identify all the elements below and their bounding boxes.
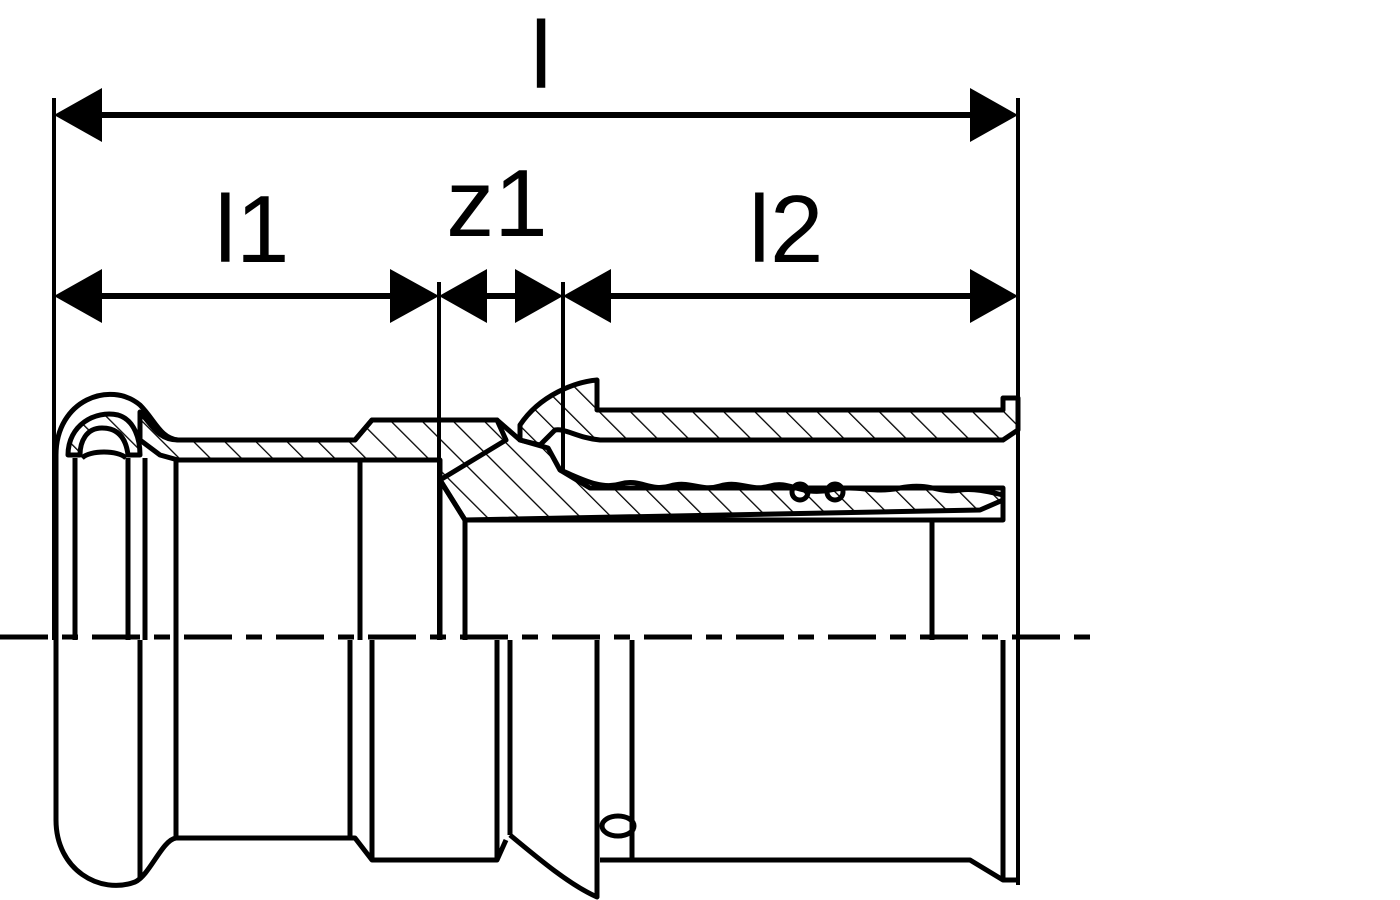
arrowhead-l2-left <box>563 269 611 323</box>
press-bead-lower <box>53 455 509 888</box>
arrowhead-right <box>970 88 1018 142</box>
bore-lines-upper <box>72 458 935 640</box>
label-l1: l1 <box>215 176 290 283</box>
barb-ring-1 <box>789 481 811 503</box>
lower-pin <box>599 813 637 839</box>
arrowhead-z1-right <box>515 269 563 323</box>
lower-collar <box>508 640 600 900</box>
label-l: l <box>530 2 551 109</box>
arrowhead-l1-left <box>54 269 102 323</box>
o-ring-bead <box>65 411 143 458</box>
o-ring-inner <box>80 449 128 461</box>
arrowhead-z1-left <box>439 269 487 323</box>
lower-sleeve <box>600 857 1018 883</box>
arrowhead-left <box>54 88 102 142</box>
barb-ring-2 <box>824 481 846 503</box>
barb-sleeve-outer <box>517 377 1021 448</box>
fitting-section-upper <box>53 377 1021 523</box>
dimension-chain: l1 z1 l2 <box>54 150 1018 640</box>
barb-teeth <box>559 467 1004 498</box>
fitting-section-lower <box>53 455 1018 900</box>
label-l2: l2 <box>749 176 824 283</box>
arrowhead-l1-right <box>390 269 439 323</box>
arrowhead-l2-right <box>970 269 1018 323</box>
label-z1: z1 <box>446 150 547 257</box>
